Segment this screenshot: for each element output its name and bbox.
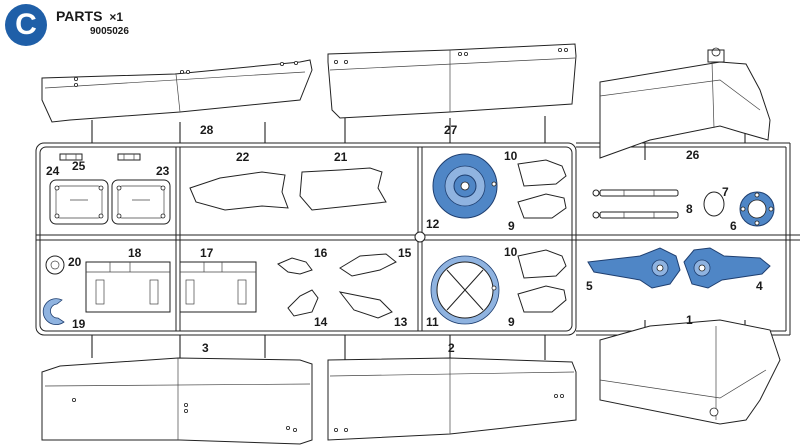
label-part-13: 13: [394, 315, 408, 329]
label-part-9-bottom: 9: [508, 315, 515, 329]
part-26-curved-fender: [599, 47, 771, 159]
label-part-12: 12: [426, 217, 440, 231]
part-9-cap-top: [517, 193, 567, 219]
label-part-17: 17: [200, 246, 214, 260]
label-part-11: 11: [426, 315, 439, 329]
parts-label: PARTS: [56, 8, 103, 24]
tree-letter-badge: C: [5, 4, 47, 46]
part-17-track-guard: [179, 261, 257, 313]
part-13-clip: [338, 291, 393, 319]
part-10-cap-top: [517, 159, 567, 187]
part-20-washer: [45, 255, 65, 275]
part-23-hatch: [111, 179, 171, 225]
parts-quantity: ×1: [109, 10, 123, 24]
part-16-clip: [277, 257, 313, 275]
label-part-10-bottom: 10: [504, 245, 518, 259]
label-part-14: 14: [314, 315, 328, 329]
label-part-5: 5: [586, 279, 593, 293]
part-code: 9005026: [90, 26, 129, 37]
label-part-25: 25: [72, 159, 86, 173]
part-11-cover: [430, 255, 500, 325]
label-part-15: 15: [398, 246, 412, 260]
part-8-rods: [592, 189, 679, 219]
label-part-26: 26: [686, 148, 700, 162]
part-5-drive-arm: [587, 247, 681, 289]
part-18-track-guard: [85, 261, 171, 313]
runner-frame: [35, 116, 800, 360]
part-14-clip: [287, 289, 319, 317]
part-10-cap-bottom: [517, 249, 567, 279]
label-part-18: 18: [128, 246, 142, 260]
label-part-21: 21: [334, 150, 348, 164]
label-part-23: 23: [156, 164, 170, 178]
label-part-16: 16: [314, 246, 328, 260]
part-4-drive-arm: [683, 247, 771, 289]
label-part-28: 28: [200, 123, 214, 137]
part-12-wheel-hub: [432, 153, 498, 219]
label-part-24: 24: [46, 164, 60, 178]
part-22-mudflap: [189, 171, 289, 211]
part-28-fender: [41, 59, 313, 123]
label-part-3: 3: [202, 341, 209, 355]
part-9-cap-bottom: [517, 285, 567, 313]
part-1-curved-fender: [599, 319, 781, 425]
label-part-19: 19: [72, 317, 86, 331]
label-part-20: 20: [68, 255, 82, 269]
label-part-2: 2: [448, 341, 455, 355]
part-3-fender: [41, 357, 313, 445]
part-25-hinges: [59, 153, 141, 161]
label-part-4: 4: [756, 279, 763, 293]
parts-title: PARTS ×1: [56, 8, 123, 24]
label-part-6: 6: [730, 219, 737, 233]
label-part-22: 22: [236, 150, 250, 164]
label-part-9-top: 9: [508, 219, 515, 233]
label-part-1: 1: [686, 313, 693, 327]
part-21-mudflap: [299, 167, 387, 211]
part-27-fender: [327, 43, 577, 119]
label-part-27: 27: [444, 123, 458, 137]
part-24-hatch: [49, 179, 109, 225]
label-part-8: 8: [686, 202, 693, 216]
label-part-7: 7: [722, 185, 729, 199]
part-7-disc: [703, 191, 725, 217]
part-6-gear-ring: [739, 191, 775, 227]
part-15-clip: [339, 253, 397, 277]
part-2-fender: [327, 357, 577, 441]
part-19-clip: [42, 298, 65, 326]
label-part-10-top: 10: [504, 149, 518, 163]
